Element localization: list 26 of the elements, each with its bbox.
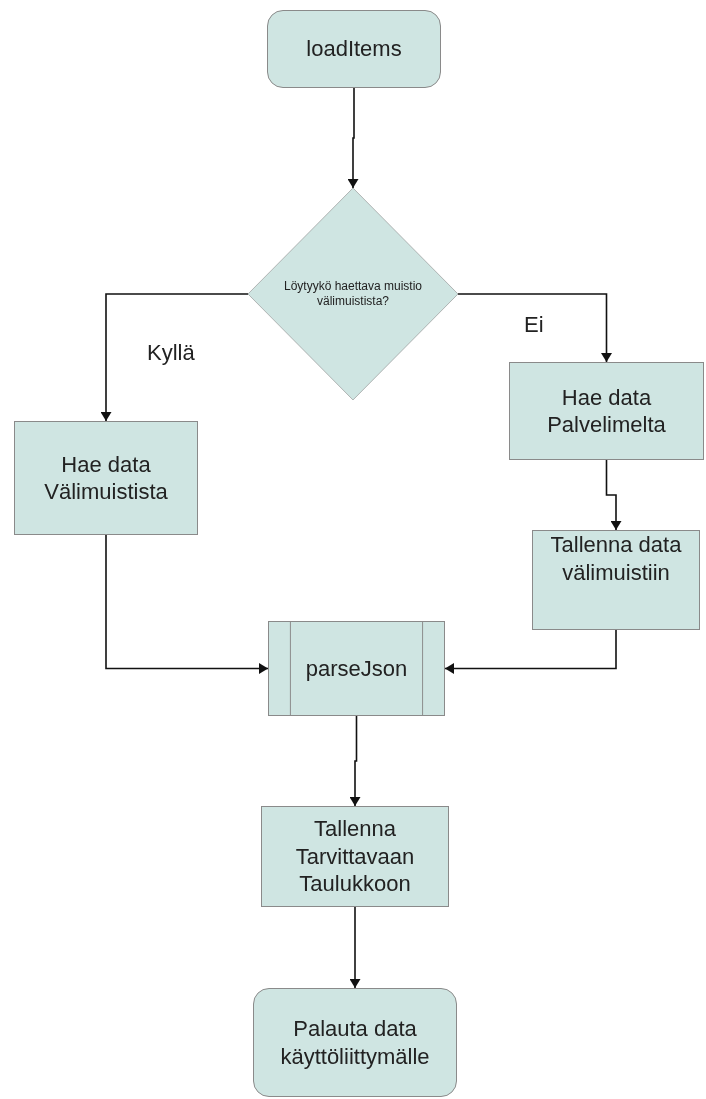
process-box	[509, 362, 704, 460]
process-box	[532, 530, 700, 630]
terminal-box	[267, 10, 441, 88]
decision-diamond	[248, 188, 458, 400]
node-label: Löytyykö haettava muistio välimuistista?	[282, 279, 424, 309]
node-label: loadItems	[305, 35, 403, 63]
arrow	[105, 534, 269, 673]
arrow	[350, 715, 360, 807]
subprocess-box	[268, 621, 445, 716]
arrow	[457, 293, 611, 363]
arrow	[444, 629, 617, 673]
edge-label: Kyllä	[147, 340, 195, 366]
node-label: Hae data Palvelimelta	[546, 383, 667, 439]
arrow	[605, 459, 621, 531]
arrow	[101, 293, 249, 422]
terminal-box	[253, 988, 457, 1097]
node-label: Tallenna data välimuistiin	[549, 531, 683, 586]
node-label: Tallenna Tarvittavaan Taulukkoon	[294, 815, 416, 898]
node-label: Palauta data käyttöliittymälle	[279, 1015, 431, 1070]
arrow	[348, 87, 358, 189]
arrow	[350, 906, 360, 989]
edge-label: Ei	[524, 312, 544, 338]
node-label: Hae data Välimuistista	[43, 450, 169, 506]
process-box	[261, 806, 449, 907]
node-label: parseJson	[304, 654, 409, 683]
process-box	[14, 421, 198, 535]
